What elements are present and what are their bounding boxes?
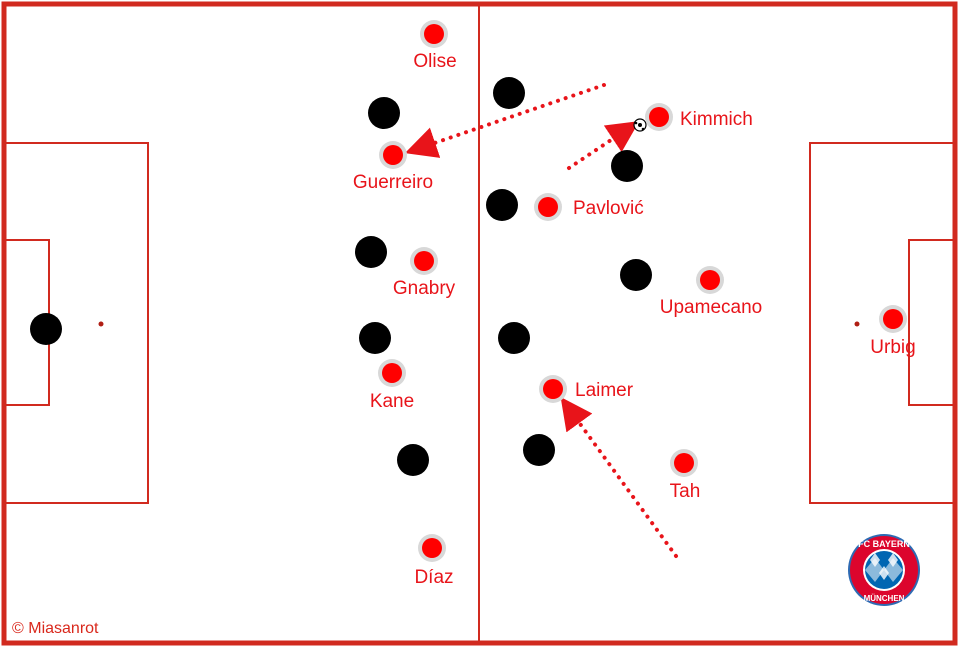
copyright-text: © Miasanrot <box>12 620 99 637</box>
right-penalty-spot <box>854 321 860 327</box>
player-laimer[interactable]: Laimer <box>539 375 634 403</box>
opponent-marker[interactable] <box>397 444 429 476</box>
opponent-marker[interactable] <box>368 97 400 129</box>
player-label: Pavlović <box>573 198 644 219</box>
arrow-to-kimmich <box>567 121 640 170</box>
opponent-marker[interactable] <box>486 189 518 221</box>
left-penalty-spot <box>98 321 104 327</box>
player-upamecano[interactable]: Upamecano <box>660 266 762 318</box>
player-label: Guerreiro <box>353 172 433 193</box>
opponent-goalkeeper[interactable] <box>30 313 62 345</box>
player-pavlovic[interactable]: Pavlović <box>534 193 644 221</box>
opponent-marker[interactable] <box>355 236 387 268</box>
ball <box>633 118 647 132</box>
opponent-marker[interactable] <box>620 259 652 291</box>
bayern-players: Olise Guerreiro Gnabry Kane Díaz Kimmich… <box>353 20 916 588</box>
player-label: Olise <box>413 51 456 72</box>
player-label: Díaz <box>414 567 453 588</box>
pass-arrows <box>404 83 678 558</box>
player-kimmich[interactable]: Kimmich <box>645 103 753 131</box>
player-label: Kane <box>370 391 414 412</box>
opponent-marker[interactable] <box>611 150 643 182</box>
opponent-marker[interactable] <box>359 322 391 354</box>
player-label: Gnabry <box>393 278 456 299</box>
fc-bayern-logo: FC BAYERN MÜNCHEN <box>848 534 920 606</box>
arrow-to-laimer <box>560 397 678 558</box>
player-olise[interactable]: Olise <box>413 20 457 72</box>
logo-text: FC BAYERN <box>858 539 910 549</box>
opponent-marker[interactable] <box>493 77 525 109</box>
player-gnabry[interactable]: Gnabry <box>393 247 456 299</box>
player-label: Kimmich <box>680 109 753 130</box>
player-urbig[interactable]: Urbig <box>870 305 916 358</box>
player-tah[interactable]: Tah <box>670 449 701 502</box>
player-kane[interactable]: Kane <box>370 359 414 412</box>
right-goal-area <box>908 239 956 406</box>
player-label: Tah <box>670 481 701 502</box>
player-guerreiro[interactable]: Guerreiro <box>353 141 433 193</box>
player-diaz[interactable]: Díaz <box>414 534 454 588</box>
logo-text: MÜNCHEN <box>864 594 905 603</box>
player-label: Laimer <box>575 380 634 401</box>
player-label: Upamecano <box>660 297 762 318</box>
opponents <box>30 77 652 476</box>
opponent-marker[interactable] <box>523 434 555 466</box>
opponent-marker[interactable] <box>498 322 530 354</box>
player-label: Urbig <box>870 337 915 358</box>
arrow-to-guerreiro <box>404 83 606 158</box>
